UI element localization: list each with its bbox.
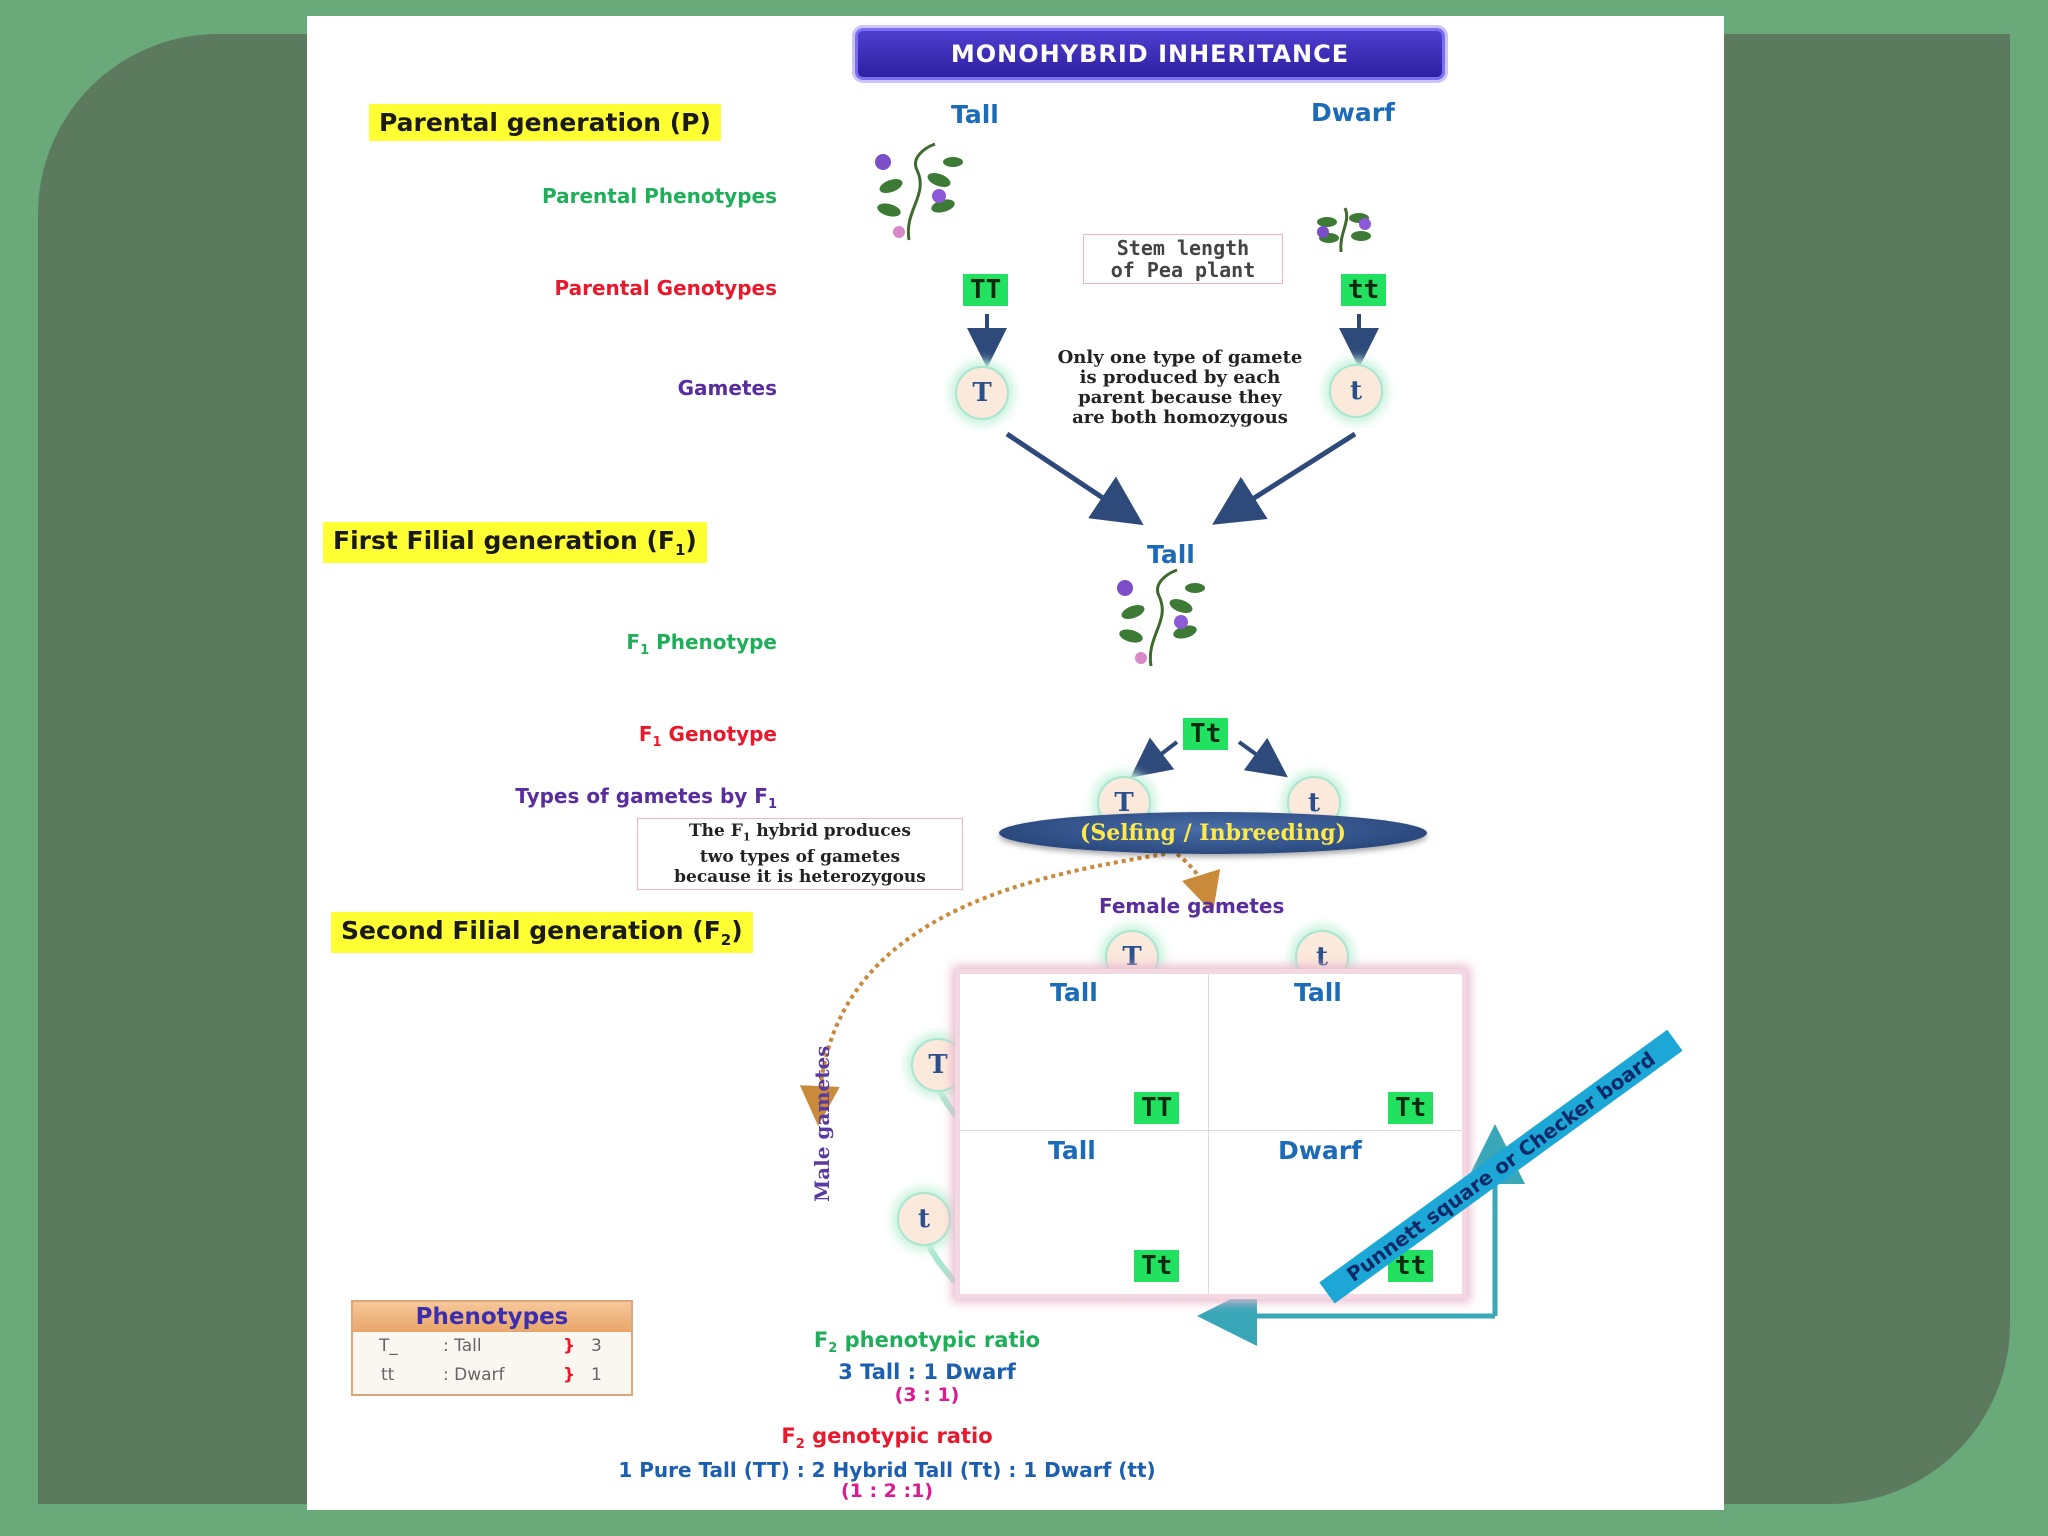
gamete-note-line-4: are both homozygous [1072,407,1288,428]
parental-phenotypes-label: Parental Phenotypes [542,184,777,208]
phenotypes-row-2-genotype: tt [381,1365,395,1385]
phenotypes-row: T_ : Tall } 3 [353,1332,631,1361]
gametes-label: Gametes [677,376,777,400]
phenotypes-row-1-count: 3 [591,1336,602,1356]
punnett-divider-horizontal [960,1130,1462,1131]
parent-right-phenotype: Dwarf [1311,98,1395,127]
f1-phenotype-label: F1 Phenotype [487,630,777,658]
punnett-cell-4-genotype: tt [1388,1250,1434,1282]
phenotypes-row-1-brace: } [563,1336,576,1356]
hybrid-note-line-3: because it is heterozygous [674,867,926,888]
f1-phenotype-label-sub: 1 [640,643,650,658]
phenotypic-ratio-label-sub: 2 [828,1341,838,1357]
punnett-cell-2-genotype: Tt [1388,1092,1434,1124]
phenotypic-ratio-label-b: phenotypic ratio [837,1328,1041,1352]
f1-plant-illustration [1115,568,1207,668]
f2-heading-sub: 2 [720,931,732,949]
genotypic-ratio-label-b: genotypic ratio [804,1424,993,1448]
f1-genotype-label-a: F [638,722,653,746]
phenotypes-row-2-phenotype: : Dwarf [443,1365,505,1385]
phenotypes-row-1-phenotype: : Tall [443,1336,482,1356]
stem-note-line-2: of Pea plant [1110,258,1256,282]
punnett-cell-1-genotype: TT [1134,1092,1180,1124]
f1-heading-sub: 1 [674,541,686,559]
f1-genotype-label: F1 Genotype [487,722,777,750]
homozygous-gamete-note: Only one type of gamete is produced by e… [1019,348,1341,428]
tall-plant-illustration [873,142,965,242]
punnett-cell-4-phenotype: Dwarf [1278,1136,1362,1165]
f1-generation-heading: First Filial generation (F1) [323,522,707,563]
punnett-divider-vertical [1208,974,1209,1294]
f1-gametes-label-sub: 1 [767,797,777,812]
f1-phenotype-label-a: F [626,630,641,654]
gamete-note-line-2: is produced by each [1079,367,1281,388]
phenotypic-ratio-label: F2 phenotypic ratio [727,1328,1127,1356]
phenotypic-ratio-text: 3 Tall : 1 Dwarf [838,1360,1016,1384]
f2-heading-end: ) [731,916,743,945]
genotypic-ratio-label-a: F [781,1424,796,1448]
genotypic-ratio-text: 1 Pure Tall (TT) : 2 Hybrid Tall (Tt) : … [618,1458,1156,1482]
stem-length-note: Stem length of Pea plant [1083,234,1283,284]
punnett-cell-2-phenotype: Tall [1294,978,1342,1007]
f1-gametes-label: Types of gametes by F1 [407,784,777,812]
f1-genotype-label-b: Genotype [661,722,777,746]
genotypic-ratio-label: F2 genotypic ratio [667,1424,1107,1452]
phenotypes-row-2-brace: } [563,1365,576,1385]
f2-heading-text: Second Filial generation (F [341,916,721,945]
parent-right-genotype: tt [1341,274,1387,306]
genotypic-ratio-label-sub: 2 [795,1437,805,1453]
parent-left-genotype: TT [963,274,1009,306]
f1-heading-end: ) [685,526,697,555]
punnett-cell-3-genotype: Tt [1134,1250,1180,1282]
f1-phenotype: Tall [1147,540,1195,569]
male-gametes-label: Male gametes [810,1045,834,1202]
f2-generation-heading: Second Filial generation (F2) [331,912,753,953]
gamete-note-line-3: parent because they [1078,387,1282,408]
parental-genotypes-label: Parental Genotypes [554,276,778,300]
dwarf-plant-illustration [1315,206,1373,254]
phenotypes-summary-heading: Phenotypes [353,1302,631,1332]
parent-left-gamete: T [955,366,1009,420]
male-gamete-recessive: t [897,1192,951,1246]
hybrid-note-b: hybrid produces [750,821,911,841]
gamete-note-line-1: Only one type of gamete [1057,347,1303,368]
phenotypes-row-2-count: 1 [591,1365,602,1385]
phenotypes-row-1-genotype: T_ [379,1336,398,1356]
parental-generation-heading: Parental generation (P) [369,104,721,141]
parent-left-phenotype: Tall [951,100,999,129]
f1-heading-text: First Filial generation (F [333,526,675,555]
genotypic-ratio-numbers: (1 : 2 :1) [840,1480,934,1502]
page-title: MONOHYBRID INHERITANCE [855,28,1445,80]
punnett-cell-1-phenotype: Tall [1050,978,1098,1007]
selfing-label: (Selfing / Inbreeding) [999,812,1427,854]
diagram-card: MONOHYBRID INHERITANCE Parental generati… [307,16,1724,1510]
f1-genotype: Tt [1183,718,1229,750]
punnett-cell-3-phenotype: Tall [1048,1136,1096,1165]
parent-right-gamete: t [1329,364,1383,418]
f1-phenotype-label-b: Phenotype [649,630,777,654]
phenotypic-ratio-numbers: (3 : 1) [894,1384,960,1406]
f1-gametes-label-text: Types of gametes by F [515,784,768,808]
hybrid-note-line-2: two types of gametes [699,847,901,868]
stem-note-line-1: Stem length [1116,236,1250,260]
hybrid-note-line-1: The F1 hybrid produces [644,821,956,847]
phenotypes-row: tt : Dwarf } 1 [353,1361,631,1390]
hybrid-note-a: The F [689,821,743,841]
phenotypic-ratio-label-a: F [813,1328,829,1352]
female-gametes-label: Female gametes [1099,894,1285,918]
phenotypes-summary-box: Phenotypes T_ : Tall } 3 tt : Dwarf } 1 [351,1300,633,1396]
hybrid-note-sub: 1 [742,830,751,844]
hybrid-note: The F1 hybrid produces two types of game… [637,818,963,891]
f1-genotype-label-sub: 1 [652,735,662,750]
